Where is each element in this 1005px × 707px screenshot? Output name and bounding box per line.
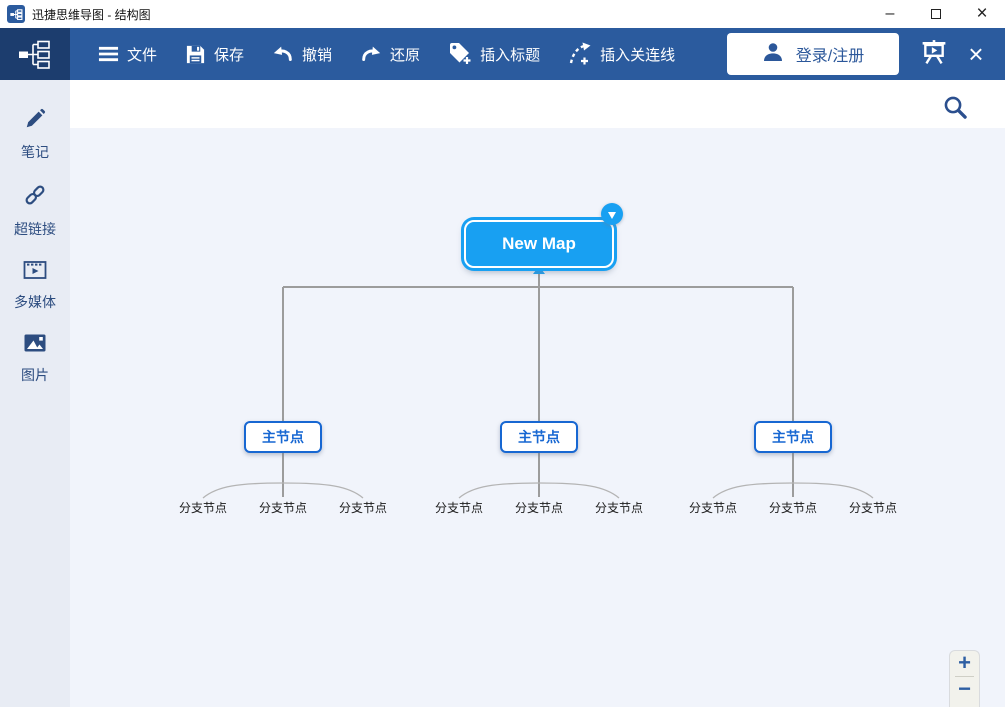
- main-node[interactable]: 主节点: [500, 421, 578, 453]
- sidebar-item-hyperlink-label: 超链接: [14, 221, 56, 237]
- undo-button-label: 撤销: [302, 46, 333, 64]
- toolbar-close-button[interactable]: ×: [968, 39, 984, 69]
- sidebar-item-hyperlink[interactable]: 超链接: [14, 183, 56, 239]
- undo-button[interactable]: 撤销: [272, 43, 332, 65]
- redo-icon: [360, 43, 382, 65]
- branch-node[interactable]: 分支节点: [258, 501, 307, 515]
- root-node[interactable]: New Map: [464, 220, 614, 268]
- sidebar: 笔记 超链接: [0, 80, 70, 707]
- login-button[interactable]: 登录/注册: [727, 33, 899, 75]
- undo-icon: [272, 43, 294, 65]
- zoom-in-button[interactable]: +: [958, 650, 971, 675]
- toolbar: 文件 保存 撤销: [0, 28, 1005, 80]
- pencil-icon: [24, 108, 46, 135]
- hyperlink-icon: [23, 183, 47, 212]
- maximize-icon: [931, 9, 941, 19]
- user-icon: [762, 41, 784, 68]
- structure-logo-icon: [19, 40, 50, 69]
- main-node[interactable]: 主节点: [244, 421, 322, 453]
- branch-node[interactable]: 分支节点: [768, 501, 817, 515]
- sidebar-item-image-label: 图片: [21, 367, 49, 383]
- app-logo-icon: [7, 5, 25, 23]
- search-icon[interactable]: [942, 94, 969, 126]
- branch-node[interactable]: 分支节点: [338, 501, 387, 515]
- insert-title-button-label: 插入标题: [480, 46, 541, 64]
- top-strip: [70, 80, 1005, 128]
- save-button[interactable]: 保存: [185, 44, 244, 65]
- branch-node[interactable]: 分支节点: [688, 501, 737, 515]
- branch-node[interactable]: 分支节点: [178, 501, 227, 515]
- presentation-button[interactable]: [921, 39, 947, 70]
- multimedia-icon: [23, 260, 47, 285]
- insert-relation-button[interactable]: 插入关连线: [568, 42, 675, 66]
- sidebar-item-multimedia-label: 多媒体: [14, 294, 56, 310]
- map-canvas[interactable]: New Map 主节点 主节点 主节点 分支节点 分支节点 分支节点 分支节点 …: [70, 128, 1005, 707]
- branch-node[interactable]: 分支节点: [594, 501, 643, 515]
- content-area: New Map 主节点 主节点 主节点 分支节点 分支节点 分支节点 分支节点 …: [70, 80, 1005, 707]
- root-node-connector-nub: [533, 266, 545, 274]
- insert-title-button[interactable]: 插入标题: [448, 42, 540, 66]
- chevron-down-icon: [608, 211, 616, 219]
- main-node[interactable]: 主节点: [754, 421, 832, 453]
- file-button[interactable]: 文件: [98, 44, 157, 65]
- app-logo: [0, 28, 70, 80]
- close-button[interactable]: ×: [976, 3, 988, 24]
- file-button-label: 文件: [127, 46, 158, 64]
- main-area: 笔记 超链接: [0, 80, 1005, 707]
- sidebar-item-image[interactable]: 图片: [21, 333, 49, 385]
- collapse-badge[interactable]: [601, 203, 623, 225]
- tag-plus-icon: [448, 42, 472, 66]
- save-icon: [185, 44, 206, 65]
- login-button-label: 登录/注册: [795, 48, 865, 65]
- branch-node[interactable]: 分支节点: [848, 501, 897, 515]
- insert-relation-button-label: 插入关连线: [600, 46, 676, 64]
- zoom-control: + −: [949, 650, 980, 707]
- zoom-divider: [955, 676, 974, 677]
- connector-lines: [202, 268, 874, 499]
- relation-line-icon: [568, 42, 592, 66]
- menu-icon: [98, 45, 119, 63]
- branch-node[interactable]: 分支节点: [514, 501, 563, 515]
- window-title: 迅捷思维导图 - 结构图: [32, 7, 151, 22]
- save-button-label: 保存: [214, 46, 245, 64]
- minimize-button[interactable]: –: [885, 5, 895, 22]
- image-icon: [23, 333, 47, 358]
- titlebar: 迅捷思维导图 - 结构图 – ×: [0, 0, 1005, 28]
- redo-button[interactable]: 还原: [360, 43, 420, 65]
- presentation-icon: [921, 39, 947, 70]
- zoom-out-button[interactable]: −: [958, 676, 971, 701]
- sidebar-item-multimedia[interactable]: 多媒体: [14, 260, 56, 312]
- redo-button-label: 还原: [390, 46, 421, 64]
- window-controls: – ×: [867, 0, 1005, 28]
- sidebar-item-notes[interactable]: 笔记: [21, 108, 49, 162]
- sidebar-item-notes-label: 笔记: [21, 144, 49, 160]
- branch-node[interactable]: 分支节点: [434, 501, 483, 515]
- maximize-button[interactable]: [913, 0, 959, 28]
